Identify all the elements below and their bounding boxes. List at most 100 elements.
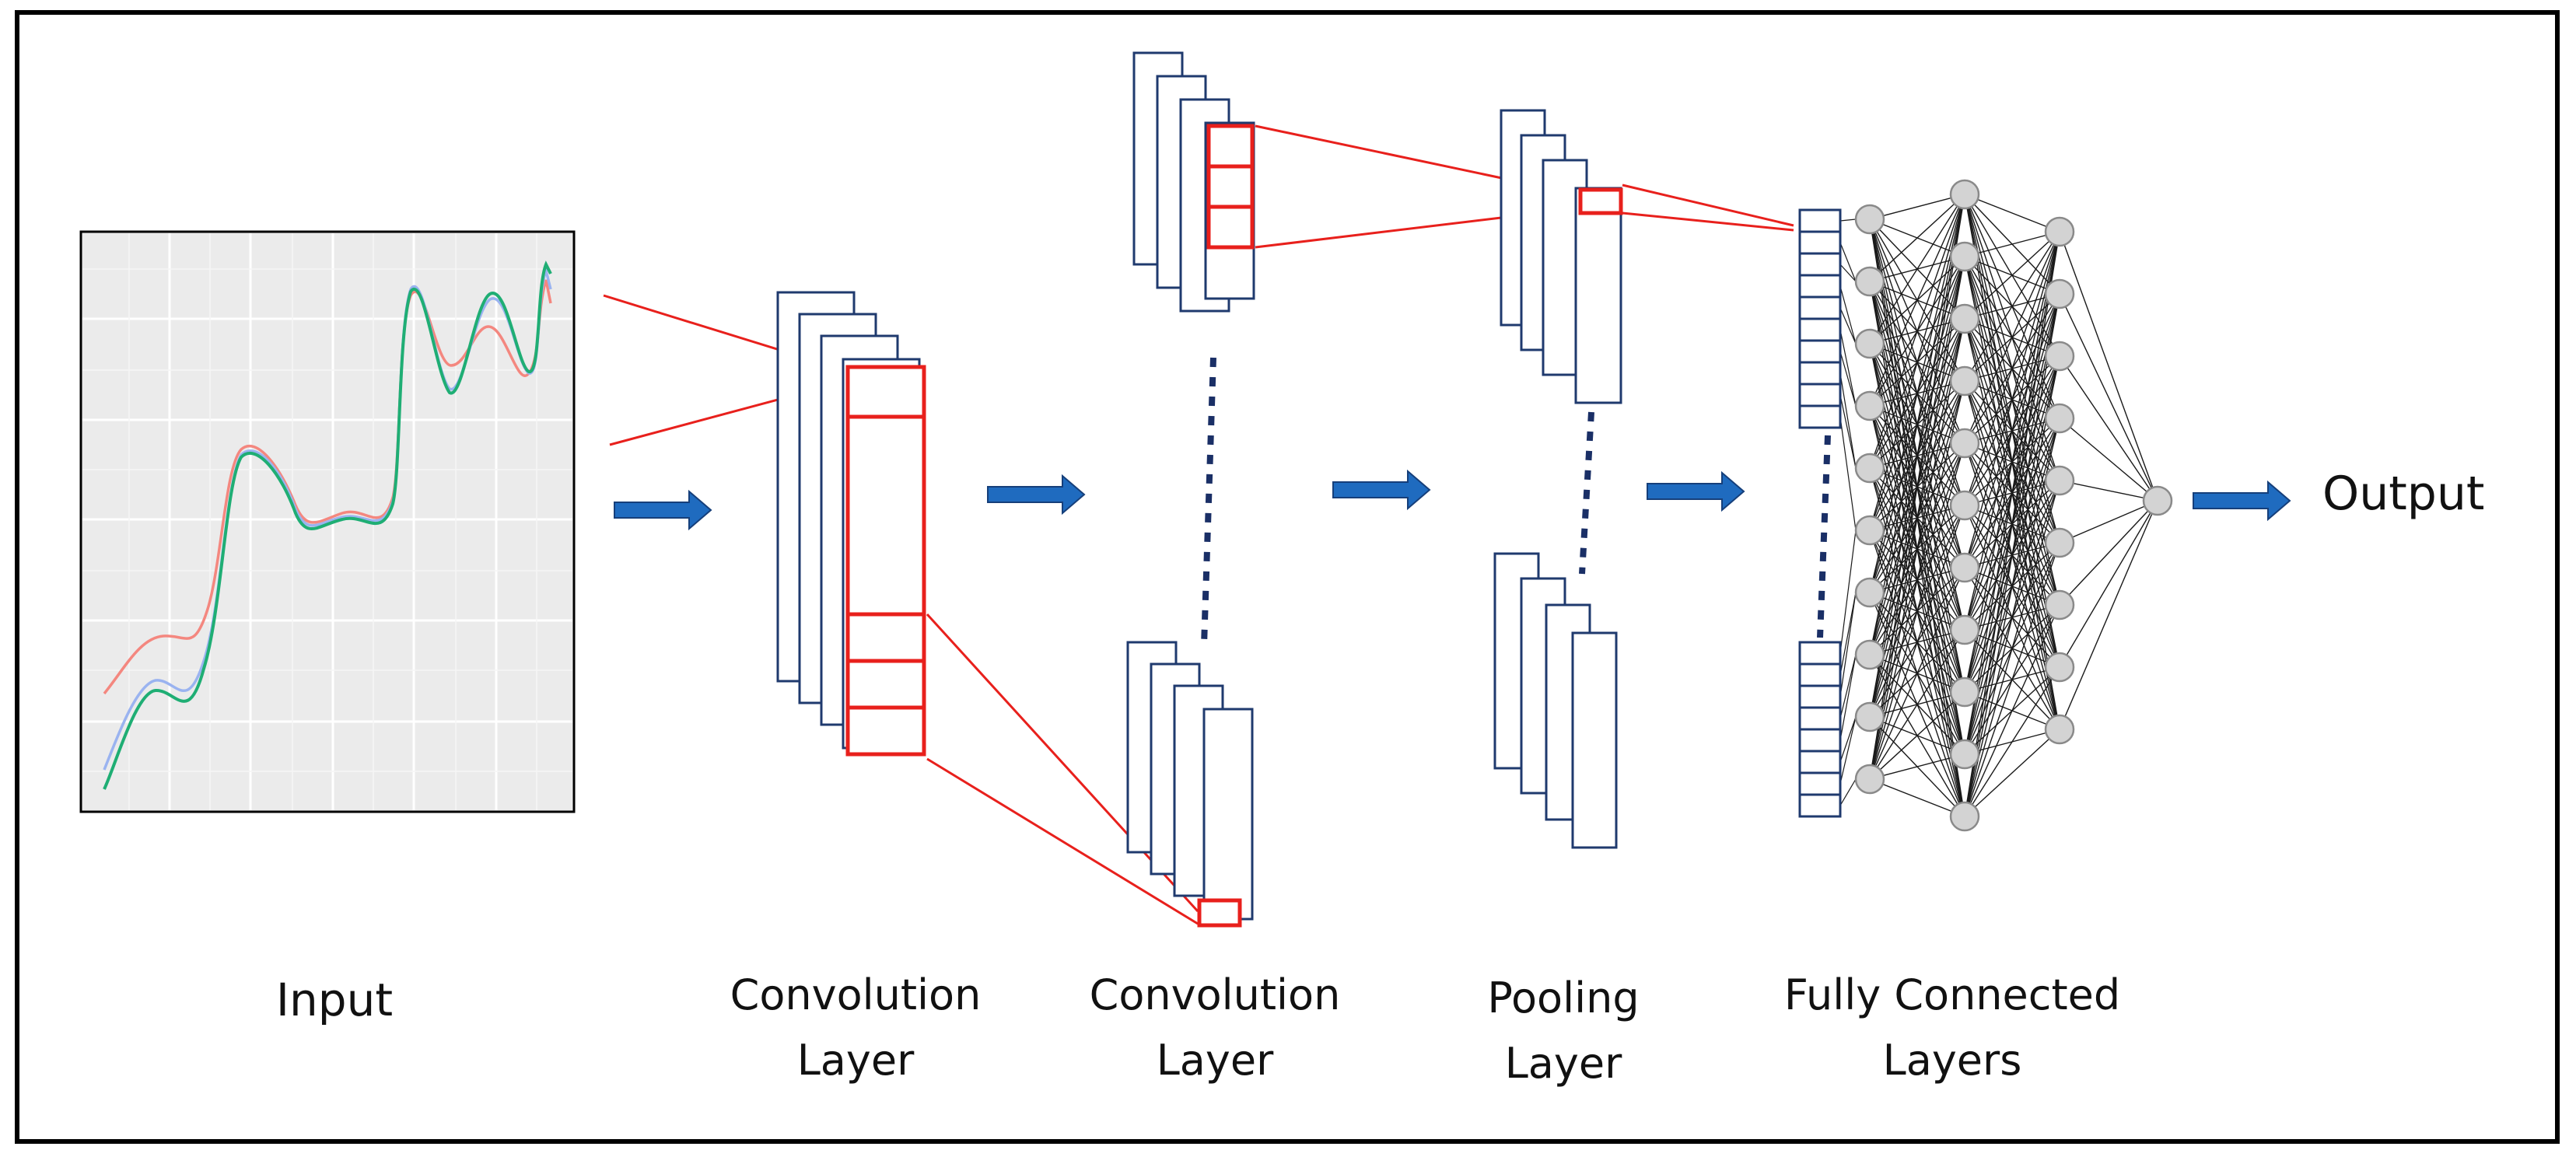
fc-input-edge — [1839, 592, 1857, 676]
label-conv2-line2: Layer — [1156, 1036, 1274, 1085]
fc-node-layer-2 — [1949, 614, 1980, 645]
arrow-right-icon — [614, 489, 712, 531]
fc-node-layer-3 — [2044, 714, 2075, 745]
fc-edge — [1869, 318, 1965, 780]
input-series-blue — [103, 266, 552, 771]
fc-edge — [1869, 256, 1965, 780]
fc-flatten-cell-bottom — [1798, 662, 1842, 687]
conv2-highlight — [1206, 124, 1255, 250]
fc-edge — [1869, 194, 1965, 282]
fc-nodes — [1854, 179, 2173, 832]
fc-node-layer-1 — [1854, 204, 1885, 235]
fc-edge — [1869, 505, 1965, 780]
fc-edge — [1869, 194, 1965, 718]
fc-edge — [1964, 480, 2060, 817]
fc-input-edge — [1839, 416, 1857, 531]
conv1-highlight — [845, 365, 926, 757]
fc-edge — [1964, 231, 2060, 568]
fc-flatten-cell-top — [1798, 317, 1842, 342]
fc-node-layer-3 — [2044, 527, 2075, 558]
fc-edge — [1964, 729, 2060, 817]
fc-edge — [1964, 542, 2060, 817]
label-fc: Fully Connected Layers — [1766, 963, 2139, 1093]
fc-edge — [1869, 567, 1965, 780]
fc-node-layer-2 — [1949, 739, 1980, 770]
fc-flatten-cell-bottom — [1798, 706, 1842, 731]
fc-flatten-cell-bottom — [1798, 771, 1842, 796]
fc-node-layer-3 — [2044, 589, 2075, 620]
fc-edge — [1869, 194, 1965, 344]
fc-input-edge — [1839, 218, 1857, 222]
input-plot — [79, 230, 576, 813]
fc-edge — [2059, 231, 2158, 502]
pooling-maps-top — [1500, 109, 1622, 404]
fc-node-layer-1 — [1854, 390, 1885, 421]
fc-edge — [1964, 231, 2060, 693]
fc-node-layer-1 — [1854, 453, 1885, 484]
pooling-maps-bottom — [1493, 552, 1618, 849]
fc-edge — [1869, 194, 1965, 407]
fc-input-edge — [1839, 242, 1857, 282]
fc-edge — [1964, 666, 2060, 817]
conv2-bottom-highlight — [1197, 898, 1242, 928]
fc-node-layer-3 — [2044, 216, 2075, 247]
fc-node-layer-1 — [1854, 515, 1885, 546]
fc-edge — [1964, 231, 2060, 506]
fc-flatten-cell-top — [1798, 339, 1842, 364]
fc-input-edge — [1839, 307, 1857, 344]
fc-edge — [2059, 293, 2158, 502]
fc-input-edge — [1839, 778, 1857, 806]
fc-flatten-cell-top — [1798, 274, 1842, 299]
fc-node-layer-2 — [1949, 676, 1980, 708]
fc-edge — [1869, 442, 1965, 780]
fc-node-layer-3 — [2044, 652, 2075, 683]
fc-flatten-cell-top — [1798, 383, 1842, 407]
fc-flatten-cell-top — [1798, 295, 1842, 320]
label-pooling: Pooling Layer — [1447, 966, 1680, 1096]
fc-edge — [1869, 194, 1965, 780]
fc-edge — [1869, 194, 1965, 469]
fc-flatten-cell-top — [1798, 252, 1842, 277]
fc-node-layer-1 — [1854, 577, 1885, 608]
fc-node-layer-2 — [1949, 552, 1980, 583]
fc-edge — [1964, 231, 2060, 320]
fc-node-layer-3 — [2044, 403, 2075, 434]
fc-edge — [1964, 231, 2060, 382]
fc-node-layer-2 — [1949, 303, 1980, 334]
label-pooling-line1: Pooling — [1487, 973, 1640, 1022]
fc-edge — [1964, 355, 2060, 817]
fc-edge — [1964, 231, 2060, 755]
fc-node-layer-2 — [1949, 490, 1980, 521]
fc-flatten-vectors — [1798, 208, 1842, 818]
fc-input-edge — [1839, 654, 1857, 719]
fc-input-edge — [1839, 592, 1857, 697]
fc-node-layer-3 — [2044, 465, 2075, 496]
label-conv1-line2: Layer — [796, 1036, 915, 1085]
fc-node-layer-2 — [1949, 801, 1980, 832]
fc-edge — [1869, 778, 1965, 817]
fc-input-edge — [1839, 654, 1857, 741]
fc-edge — [1964, 231, 2060, 257]
fc-edge — [1964, 231, 2060, 817]
label-conv1: Convolution Layer — [700, 963, 1011, 1093]
fc-node-layer-2 — [1949, 179, 1980, 210]
fc-node-layer-3 — [2044, 278, 2075, 309]
pooling-ellipsis — [1579, 411, 1594, 575]
arrow-right-icon — [987, 474, 1086, 516]
conv2-feature-maps-bottom — [1126, 641, 1254, 921]
label-fc-line1: Fully Connected — [1783, 970, 2121, 1019]
fc-edge — [1869, 194, 1965, 593]
fc-input-edge — [1839, 329, 1857, 407]
fc-flatten-cell-bottom — [1798, 728, 1842, 753]
fc-edge — [1869, 194, 1965, 655]
fc-flatten-cell-bottom — [1798, 641, 1842, 666]
fc-edge — [1964, 293, 2060, 817]
label-conv1-line1: Convolution — [730, 970, 982, 1019]
fc-edge — [1964, 604, 2060, 817]
fc-edges — [1839, 194, 2158, 817]
label-input: Input — [275, 973, 394, 1026]
fc-node-layer-1 — [1854, 639, 1885, 670]
fc-edge — [2059, 500, 2158, 668]
fc-input-edge — [1839, 372, 1857, 469]
fc-flatten-cell-bottom — [1798, 684, 1842, 709]
